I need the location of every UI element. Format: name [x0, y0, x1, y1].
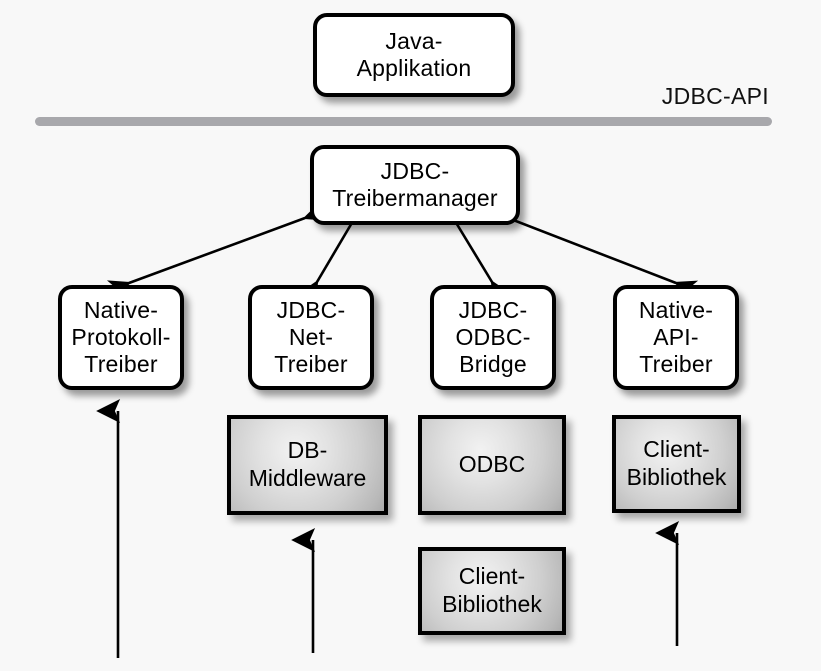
connector-manager-jdbc-net-treiber — [298, 198, 372, 305]
node-java-applikation-label: Java- Applikation — [356, 27, 472, 81]
node-odbc[interactable]: ODBC — [418, 415, 566, 515]
node-client-bibliothek-middle-label: Client- Bibliothek — [442, 563, 542, 617]
node-jdbc-net-treiber-label: JDBC- Net- Treiber — [274, 296, 348, 378]
node-db-middleware-label: DB- Middleware — [248, 437, 367, 491]
node-jdbc-odbc-bridge[interactable]: JDBC- ODBC- Bridge — [430, 285, 556, 390]
node-client-bibliothek-middle[interactable]: Client- Bibliothek — [418, 547, 566, 635]
node-native-api-treiber[interactable]: Native- API- Treiber — [613, 285, 739, 390]
node-native-protokoll-treiber-label: Native- Protokoll- Treiber — [71, 296, 171, 378]
node-db-middleware[interactable]: DB- Middleware — [227, 415, 388, 515]
node-java-applikation[interactable]: Java- Applikation — [313, 13, 515, 97]
node-odbc-label: ODBC — [458, 451, 526, 478]
jdbc-api-label: JDBC-API — [661, 83, 769, 109]
node-jdbc-treibermanager-label: JDBC- Treibermanager — [332, 157, 498, 211]
node-native-api-treiber-label: Native- API- Treiber — [638, 296, 714, 378]
jdbc-api-divider — [35, 117, 772, 126]
node-jdbc-treibermanager[interactable]: JDBC- Treibermanager — [310, 145, 520, 225]
node-jdbc-odbc-bridge-label: JDBC- ODBC- Bridge — [455, 296, 531, 378]
node-client-bibliothek-right-label: Client- Bibliothek — [626, 436, 727, 490]
connector-manager-native-protokoll-treiber — [106, 201, 328, 300]
node-jdbc-net-treiber[interactable]: JDBC- Net- Treiber — [248, 285, 374, 390]
node-native-protokoll-treiber[interactable]: Native- Protokoll- Treiber — [58, 285, 184, 390]
connector-manager-jdbc-odbc-bridge — [436, 198, 511, 305]
node-client-bibliothek-right[interactable]: Client- Bibliothek — [612, 415, 741, 513]
connector-manager-native-api-treiber — [485, 201, 699, 300]
